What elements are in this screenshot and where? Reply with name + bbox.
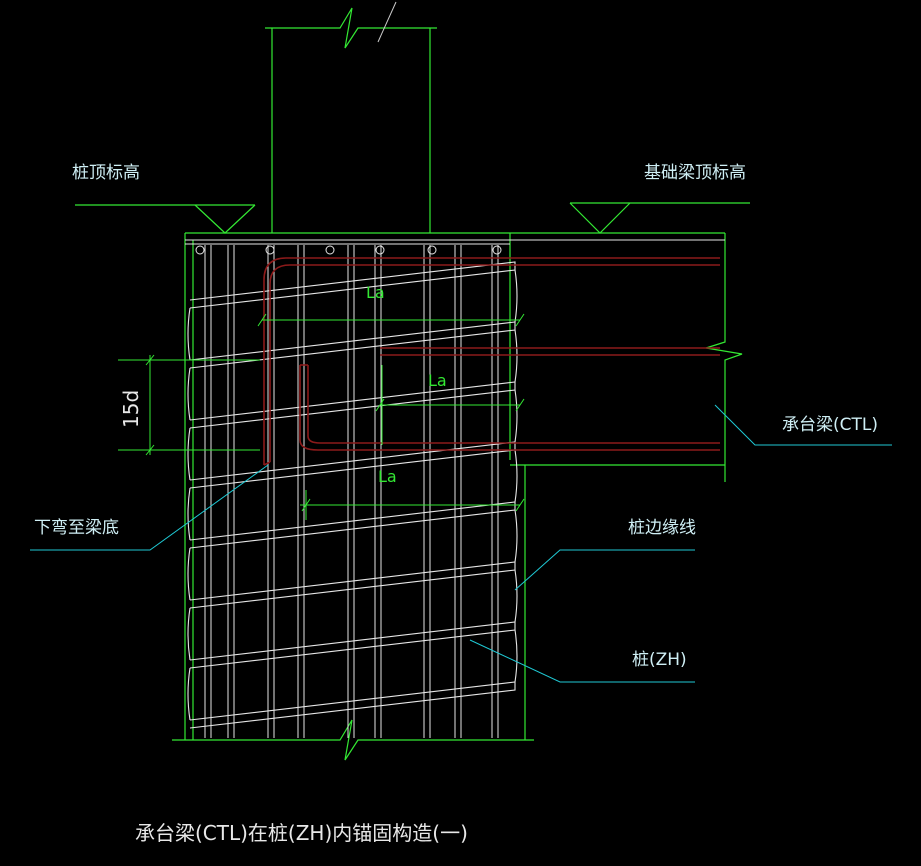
dimension-lines [118, 313, 525, 520]
anchor-length-label-2: La [428, 371, 447, 390]
pile-outline [172, 233, 534, 761]
cap-beam-outline [185, 232, 743, 482]
anchor-length-label-1: La [366, 283, 385, 302]
beam-top-elevation-label: 基础梁顶标高 [644, 163, 746, 183]
spiral-stirrup [187, 261, 518, 729]
pile-top-elevation-label: 桩顶标高 [72, 163, 140, 183]
bend-length-dimension: 15d [119, 390, 143, 428]
cap-beam-label: 承台梁(CTL) [782, 415, 878, 435]
column-break-slash [377, 1, 397, 43]
pile-label: 桩(ZH) [632, 650, 687, 670]
top-rebar-row [185, 239, 725, 255]
pile-edge-line-label: 桩边缘线 [628, 518, 696, 538]
pile-top-elevation-marker [75, 204, 256, 234]
drawing-title: 承台梁(CTL)在桩(ZH)内锚固构造(一) [135, 821, 468, 845]
beam-rebars [263, 257, 720, 466]
bend-to-beam-bottom-label: 下弯至梁底 [34, 518, 119, 538]
pile-longitudinal-rebars [204, 245, 499, 738]
beam-top-elevation-marker [569, 202, 750, 234]
leader-lines [30, 404, 892, 683]
anchor-length-label-3: La [378, 467, 397, 486]
column-above [265, 7, 437, 233]
